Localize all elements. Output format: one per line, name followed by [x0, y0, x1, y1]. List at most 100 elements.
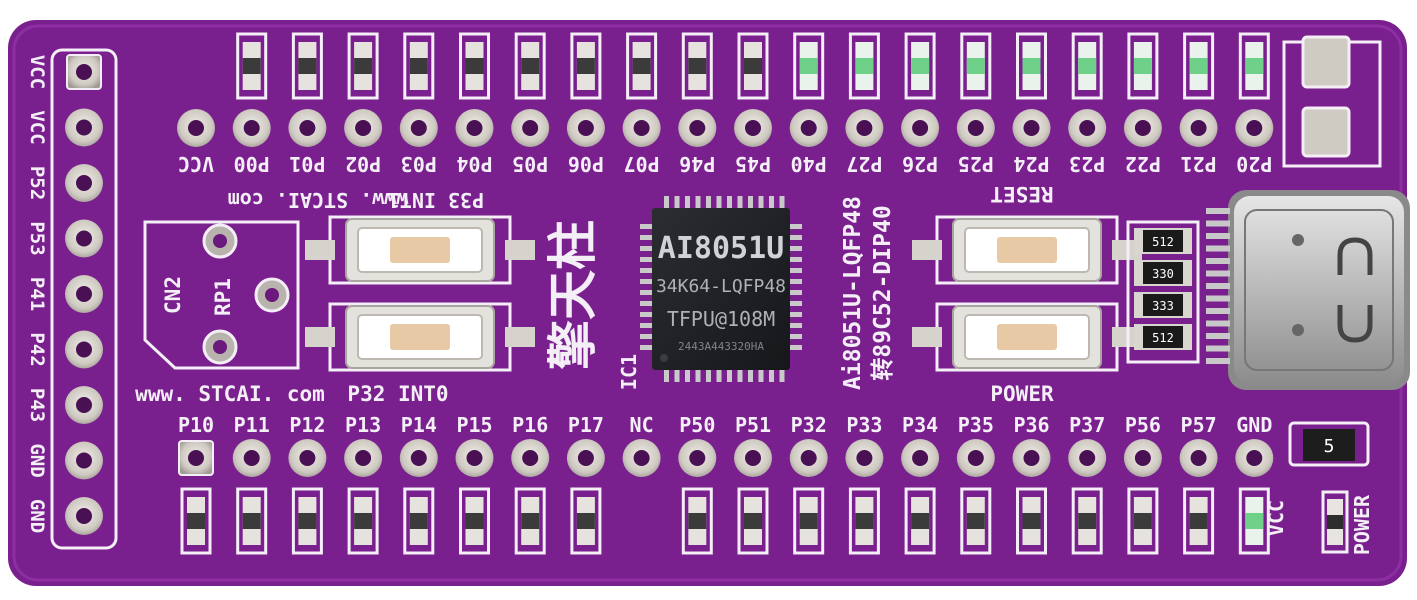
bottom-header-label: P17 — [568, 413, 604, 437]
cn2-label: CN2 — [161, 276, 185, 314]
smd-led — [1238, 487, 1270, 555]
smd-led — [459, 487, 490, 555]
top-header-label: P02 — [345, 152, 381, 176]
smd-led — [1071, 32, 1103, 100]
bottom-header-label: P57 — [1181, 413, 1217, 437]
bottom-header-label: P33 — [846, 413, 882, 437]
top-header-label: P01 — [289, 152, 325, 176]
left-header-label: VCC — [26, 110, 48, 144]
smd-led — [960, 487, 992, 555]
smd-led — [793, 32, 825, 100]
bottom-header-label: P36 — [1013, 413, 1049, 437]
left-header-label: P43 — [26, 388, 48, 422]
top-header-pad — [1179, 109, 1218, 147]
top-header-pad — [678, 109, 717, 147]
bottom-header-pad — [789, 439, 828, 477]
bottom-header-label: P37 — [1069, 413, 1105, 437]
bottom-header-label: P13 — [345, 413, 381, 437]
smd-led — [960, 32, 992, 100]
model-line1: Ai8051U-LQFP48 — [840, 196, 866, 390]
bottom-header-pad — [566, 439, 605, 477]
top-header-pads — [177, 109, 1274, 147]
chip-marking-line3: TFPU@108M — [667, 307, 775, 331]
top-header-label: P27 — [846, 152, 882, 176]
smd-led — [1127, 32, 1159, 100]
top-header-label: P03 — [401, 152, 437, 176]
bottom-header-pad — [622, 439, 661, 477]
chip-marking-line1: AI8051U — [658, 231, 784, 266]
bottom-header-pad — [734, 439, 772, 477]
top-header-label: P23 — [1069, 152, 1105, 176]
top-header-pad — [622, 109, 661, 147]
bottom-header-label: P11 — [234, 413, 270, 437]
bottom-header-pad — [1068, 439, 1107, 477]
top-header-label: P20 — [1236, 152, 1272, 176]
top-header-pad — [1235, 109, 1274, 147]
bottom-header-label: GND — [1236, 413, 1272, 437]
top-header-pad — [1012, 109, 1051, 147]
left-header-label: P53 — [26, 221, 48, 255]
tactile-button — [305, 215, 535, 285]
left-header-label: GND — [26, 499, 48, 533]
left-header-pad — [65, 386, 103, 424]
top-header-pad — [789, 109, 828, 147]
bottom-header-pad — [344, 439, 383, 477]
top-header-label: P25 — [958, 152, 994, 176]
top-header-label: P21 — [1181, 152, 1217, 176]
left-header-pad — [66, 54, 102, 90]
int1-label: P33 INT1 — [388, 188, 484, 212]
top-header-pad — [177, 109, 215, 147]
bottom-led-row — [180, 487, 1270, 555]
top-header-pad — [1068, 109, 1107, 147]
smd-led — [291, 32, 323, 100]
left-header-label: P41 — [26, 277, 48, 311]
cn2-rp1-footprint — [143, 220, 300, 370]
bottom-header-label: P34 — [902, 413, 938, 437]
left-header-pad — [65, 275, 103, 313]
smd-led — [347, 487, 379, 555]
top-header-pad — [232, 109, 271, 147]
left-header-pad — [65, 330, 103, 369]
resistor-value: 330 — [1152, 267, 1174, 281]
smd-led — [1016, 32, 1047, 100]
smd-led — [1071, 487, 1103, 555]
bottom-header-pad — [232, 439, 271, 477]
usb-c-connector — [1206, 190, 1410, 390]
bottom-header-pad — [956, 439, 995, 477]
smd-led — [514, 487, 546, 555]
smd-led — [291, 487, 323, 555]
url-bottom: www. STCAI. com — [135, 382, 325, 406]
smd-led — [403, 32, 435, 100]
bottom-header-pads — [178, 439, 1274, 477]
bottom-header-label: P16 — [512, 413, 548, 437]
vcc-led-label: VCC — [1264, 500, 1288, 536]
smd-led — [1127, 487, 1159, 555]
left-header-label: GND — [26, 443, 48, 477]
top-header-label: P06 — [568, 152, 604, 176]
top-header-pad — [956, 109, 995, 147]
smd-led — [403, 487, 435, 555]
bottom-header-pad — [845, 439, 884, 477]
bottom-header-label: P12 — [289, 413, 325, 437]
chip-marking-line2: 34K64-LQFP48 — [656, 276, 786, 297]
mcu-chip: AI8051U34K64-LQFP48TFPU@108M2443A443320H… — [640, 196, 802, 382]
bottom-header-label: P14 — [401, 413, 437, 437]
tactile-buttons — [305, 215, 1142, 372]
resistor-value: 512 — [1152, 235, 1174, 249]
top-header-pad — [734, 109, 772, 147]
bottom-header-label: P56 — [1125, 413, 1161, 437]
left-header-pad — [65, 164, 103, 202]
top-header-label: P24 — [1013, 152, 1049, 176]
small-component: 5 — [1288, 421, 1370, 467]
top-header-label: P26 — [902, 152, 938, 176]
smd-led — [236, 487, 268, 555]
bottom-header-pad — [1235, 439, 1274, 477]
bottom-header-label: P10 — [178, 413, 214, 437]
left-header-label: P52 — [26, 166, 48, 200]
smd-led — [626, 32, 658, 100]
top-header-pad — [455, 109, 494, 147]
smd-led — [737, 32, 769, 100]
top-header-pad — [845, 109, 884, 147]
smd-led — [681, 487, 713, 555]
top-header-pad — [901, 109, 940, 147]
